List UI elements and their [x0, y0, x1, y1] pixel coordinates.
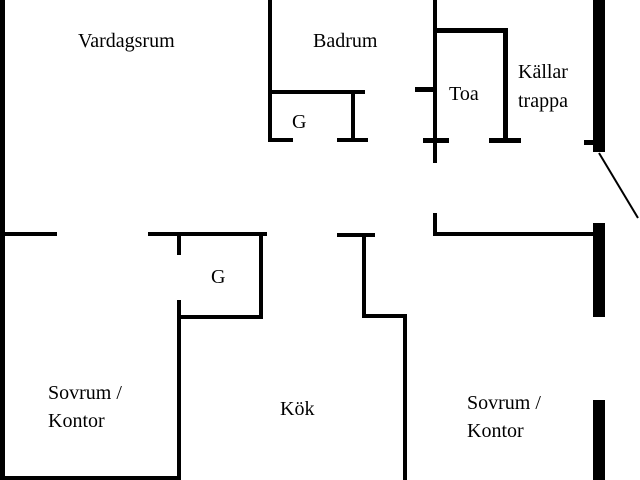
wall-hall-stub: [433, 213, 437, 236]
wall-exterior-right-middle: [593, 223, 605, 317]
wall-kok-left-lower: [403, 317, 407, 480]
wall-corridor-middle: [148, 232, 267, 236]
wall-vardagsrum-badrum: [268, 0, 272, 142]
wall-kallartrappa-door-jamb: [584, 140, 593, 145]
wall-toa-right: [503, 28, 508, 138]
wall-toa-foot-right: [489, 138, 521, 143]
wall-kok-top-cap: [337, 233, 375, 237]
wall-toa-top: [433, 28, 508, 33]
wall-closet-upper-top: [268, 90, 365, 94]
wall-exterior-right-top: [593, 0, 605, 152]
wall-sovrum-kok-divider: [177, 300, 181, 480]
room-label-toa: Toa: [449, 83, 479, 105]
wall-closet-upper-partition: [351, 93, 355, 142]
wall-closet-upper-foot-right: [337, 138, 368, 142]
wall-corridor-left: [0, 232, 57, 236]
room-label-kallartrappa-line1: Källar: [518, 61, 568, 83]
wall-exterior-left: [0, 0, 5, 480]
room-label-sovrum-kontor-right: Sovrum / Kontor: [467, 389, 541, 445]
room-label-sovrum-kontor-left-line2: Kontor: [48, 410, 105, 432]
room-label-sovrum-kontor-right-line2: Kontor: [467, 420, 524, 442]
room-label-kallartrappa: Källar trappa: [518, 58, 568, 116]
room-label-kok: Kök: [280, 398, 315, 420]
wall-corridor-right: [436, 232, 597, 236]
room-label-closet-lower: G: [211, 266, 226, 288]
wall-closet-lower-left-stem: [177, 236, 181, 255]
room-label-kallartrappa-line2: trappa: [518, 90, 568, 112]
room-label-vardagsrum: Vardagsrum: [78, 30, 175, 52]
room-label-sovrum-kontor-right-line1: Sovrum /: [467, 392, 541, 414]
wall-closet-lower-right: [259, 236, 263, 318]
wall-closet-upper-foot-left: [268, 138, 293, 142]
wall-kok-jog: [362, 314, 407, 318]
wall-closet-lower-bottom: [177, 315, 263, 319]
wall-toa-foot-left: [423, 138, 449, 143]
wall-exterior-right-bottom: [593, 400, 605, 480]
room-label-sovrum-kontor-left: Sovrum / Kontor: [48, 379, 122, 435]
wall-kok-left-upper: [362, 237, 366, 317]
wall-badrum-door-jamb: [415, 87, 434, 92]
room-label-closet-upper: G: [292, 111, 307, 133]
wall-toa-left: [433, 0, 437, 163]
room-label-badrum: Badrum: [313, 30, 378, 52]
room-label-sovrum-kontor-left-line1: Sovrum /: [48, 382, 122, 404]
wall-exterior-bottom-left: [4, 476, 181, 480]
